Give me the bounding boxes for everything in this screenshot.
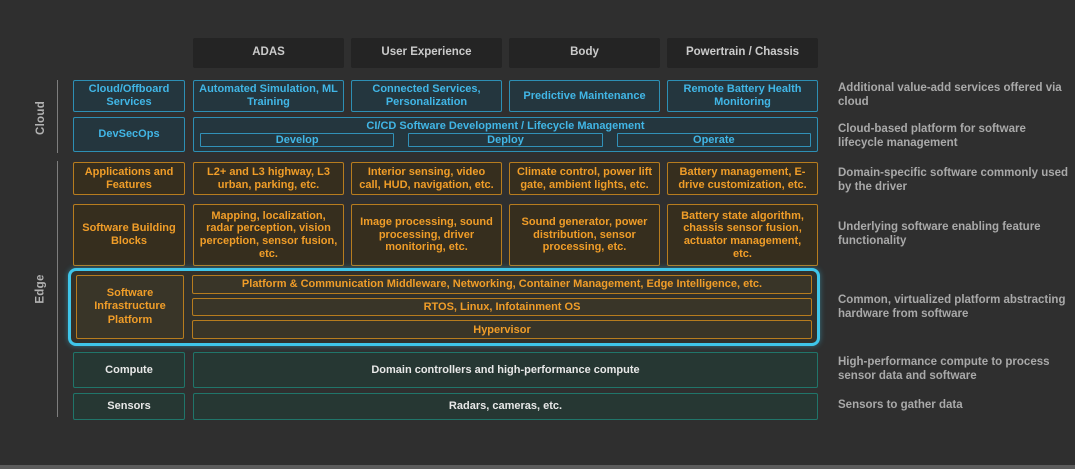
cicd-stage-develop: Develop [200, 133, 395, 147]
row-label-software-building-blocks: Software Building Blocks [73, 204, 185, 266]
column-header-row: ADAS User Experience Body Powertrain / C… [193, 38, 818, 68]
compute-cell: Domain controllers and high-performance … [193, 352, 818, 388]
row-label-compute: Compute [73, 352, 185, 388]
edge-section-label: Edge [26, 259, 56, 319]
row-software-infrastructure-platform-highlighted: Software Infrastructure Platform Platfor… [68, 268, 820, 346]
annotation-cloud-services: Additional value-add services offered vi… [838, 82, 1062, 108]
row-label-cloud-offboard-services: Cloud/Offboard Services [73, 80, 185, 112]
building-blocks-cell-body: Sound generator, power distribution, sen… [509, 204, 660, 266]
applications-cell-user-experience: Interior sensing, video call, HUD, navig… [351, 162, 502, 195]
row-label-software-infrastructure-platform: Software Infrastructure Platform [76, 275, 184, 339]
building-blocks-cell-user-experience: Image processing, sound processing, driv… [351, 204, 502, 266]
row-cloud-offboard-services: Cloud/Offboard Services Automated Simula… [73, 80, 818, 112]
cloud-services-cell-user-experience: Connected Services, Personalization [351, 80, 502, 112]
applications-cell-body: Climate control, power lift gate, ambien… [509, 162, 660, 195]
column-header-body: Body [509, 38, 660, 68]
edge-bracket-line [57, 161, 58, 417]
column-header-adas: ADAS [193, 38, 344, 68]
infrastructure-layer-os: RTOS, Linux, Infotainment OS [192, 297, 812, 317]
column-header-powertrain-chassis: Powertrain / Chassis [667, 38, 818, 68]
row-label-sensors: Sensors [73, 393, 185, 420]
building-blocks-cell-adas: Mapping, localization, radar perception,… [193, 204, 344, 266]
edge-section-label-text: Edge [34, 274, 47, 304]
cicd-stage-operate: Operate [616, 133, 811, 147]
row-devsecops: DevSecOps CI/CD Software Development / L… [73, 117, 818, 152]
row-compute: Compute Domain controllers and high-perf… [73, 352, 818, 388]
cloud-section-label-text: Cloud [35, 100, 48, 136]
bottom-edge-strip [0, 465, 1075, 469]
annotation-infrastructure: Common, virtualized platform abstracting… [838, 294, 1066, 320]
cloud-section-label: Cloud [26, 88, 56, 148]
annotation-sensors: Sensors to gather data [838, 399, 963, 411]
cicd-banner-title: CI/CD Software Development / Lifecycle M… [366, 120, 645, 132]
row-label-applications-and-features: Applications and Features [73, 162, 185, 195]
row-sensors: Sensors Radars, cameras, etc. [73, 393, 818, 420]
annotation-applications: Domain-specific software commonly used b… [838, 167, 1069, 193]
cicd-stage-deploy: Deploy [408, 133, 603, 147]
cloud-services-cell-powertrain: Remote Battery Health Monitoring [667, 80, 818, 112]
row-label-devsecops: DevSecOps [73, 117, 185, 152]
annotation-building-blocks: Underlying software enabling feature fun… [838, 221, 1041, 247]
infrastructure-layer-hypervisor: Hypervisor [192, 320, 812, 340]
applications-cell-adas: L2+ and L3 highway, L3 urban, parking, e… [193, 162, 344, 195]
cloud-services-cell-adas: Automated Simulation, ML Training [193, 80, 344, 112]
sensors-cell: Radars, cameras, etc. [193, 393, 818, 420]
row-applications-and-features: Applications and Features L2+ and L3 hig… [73, 162, 818, 195]
building-blocks-cell-powertrain: Battery state algorithm, chassis sensor … [667, 204, 818, 266]
applications-cell-powertrain: Battery management, E-drive customizatio… [667, 162, 818, 195]
annotation-compute: High-performance compute to process sens… [838, 356, 1050, 382]
cloud-services-cell-body: Predictive Maintenance [509, 80, 660, 112]
row-software-building-blocks: Software Building Blocks Mapping, locali… [73, 204, 818, 266]
column-header-user-experience: User Experience [351, 38, 502, 68]
cloud-bracket-line [57, 80, 58, 153]
annotation-devsecops: Cloud-based platform for software lifecy… [838, 123, 1026, 149]
infrastructure-layer-middleware: Platform & Communication Middleware, Net… [192, 275, 812, 294]
cicd-banner: CI/CD Software Development / Lifecycle M… [193, 117, 818, 152]
